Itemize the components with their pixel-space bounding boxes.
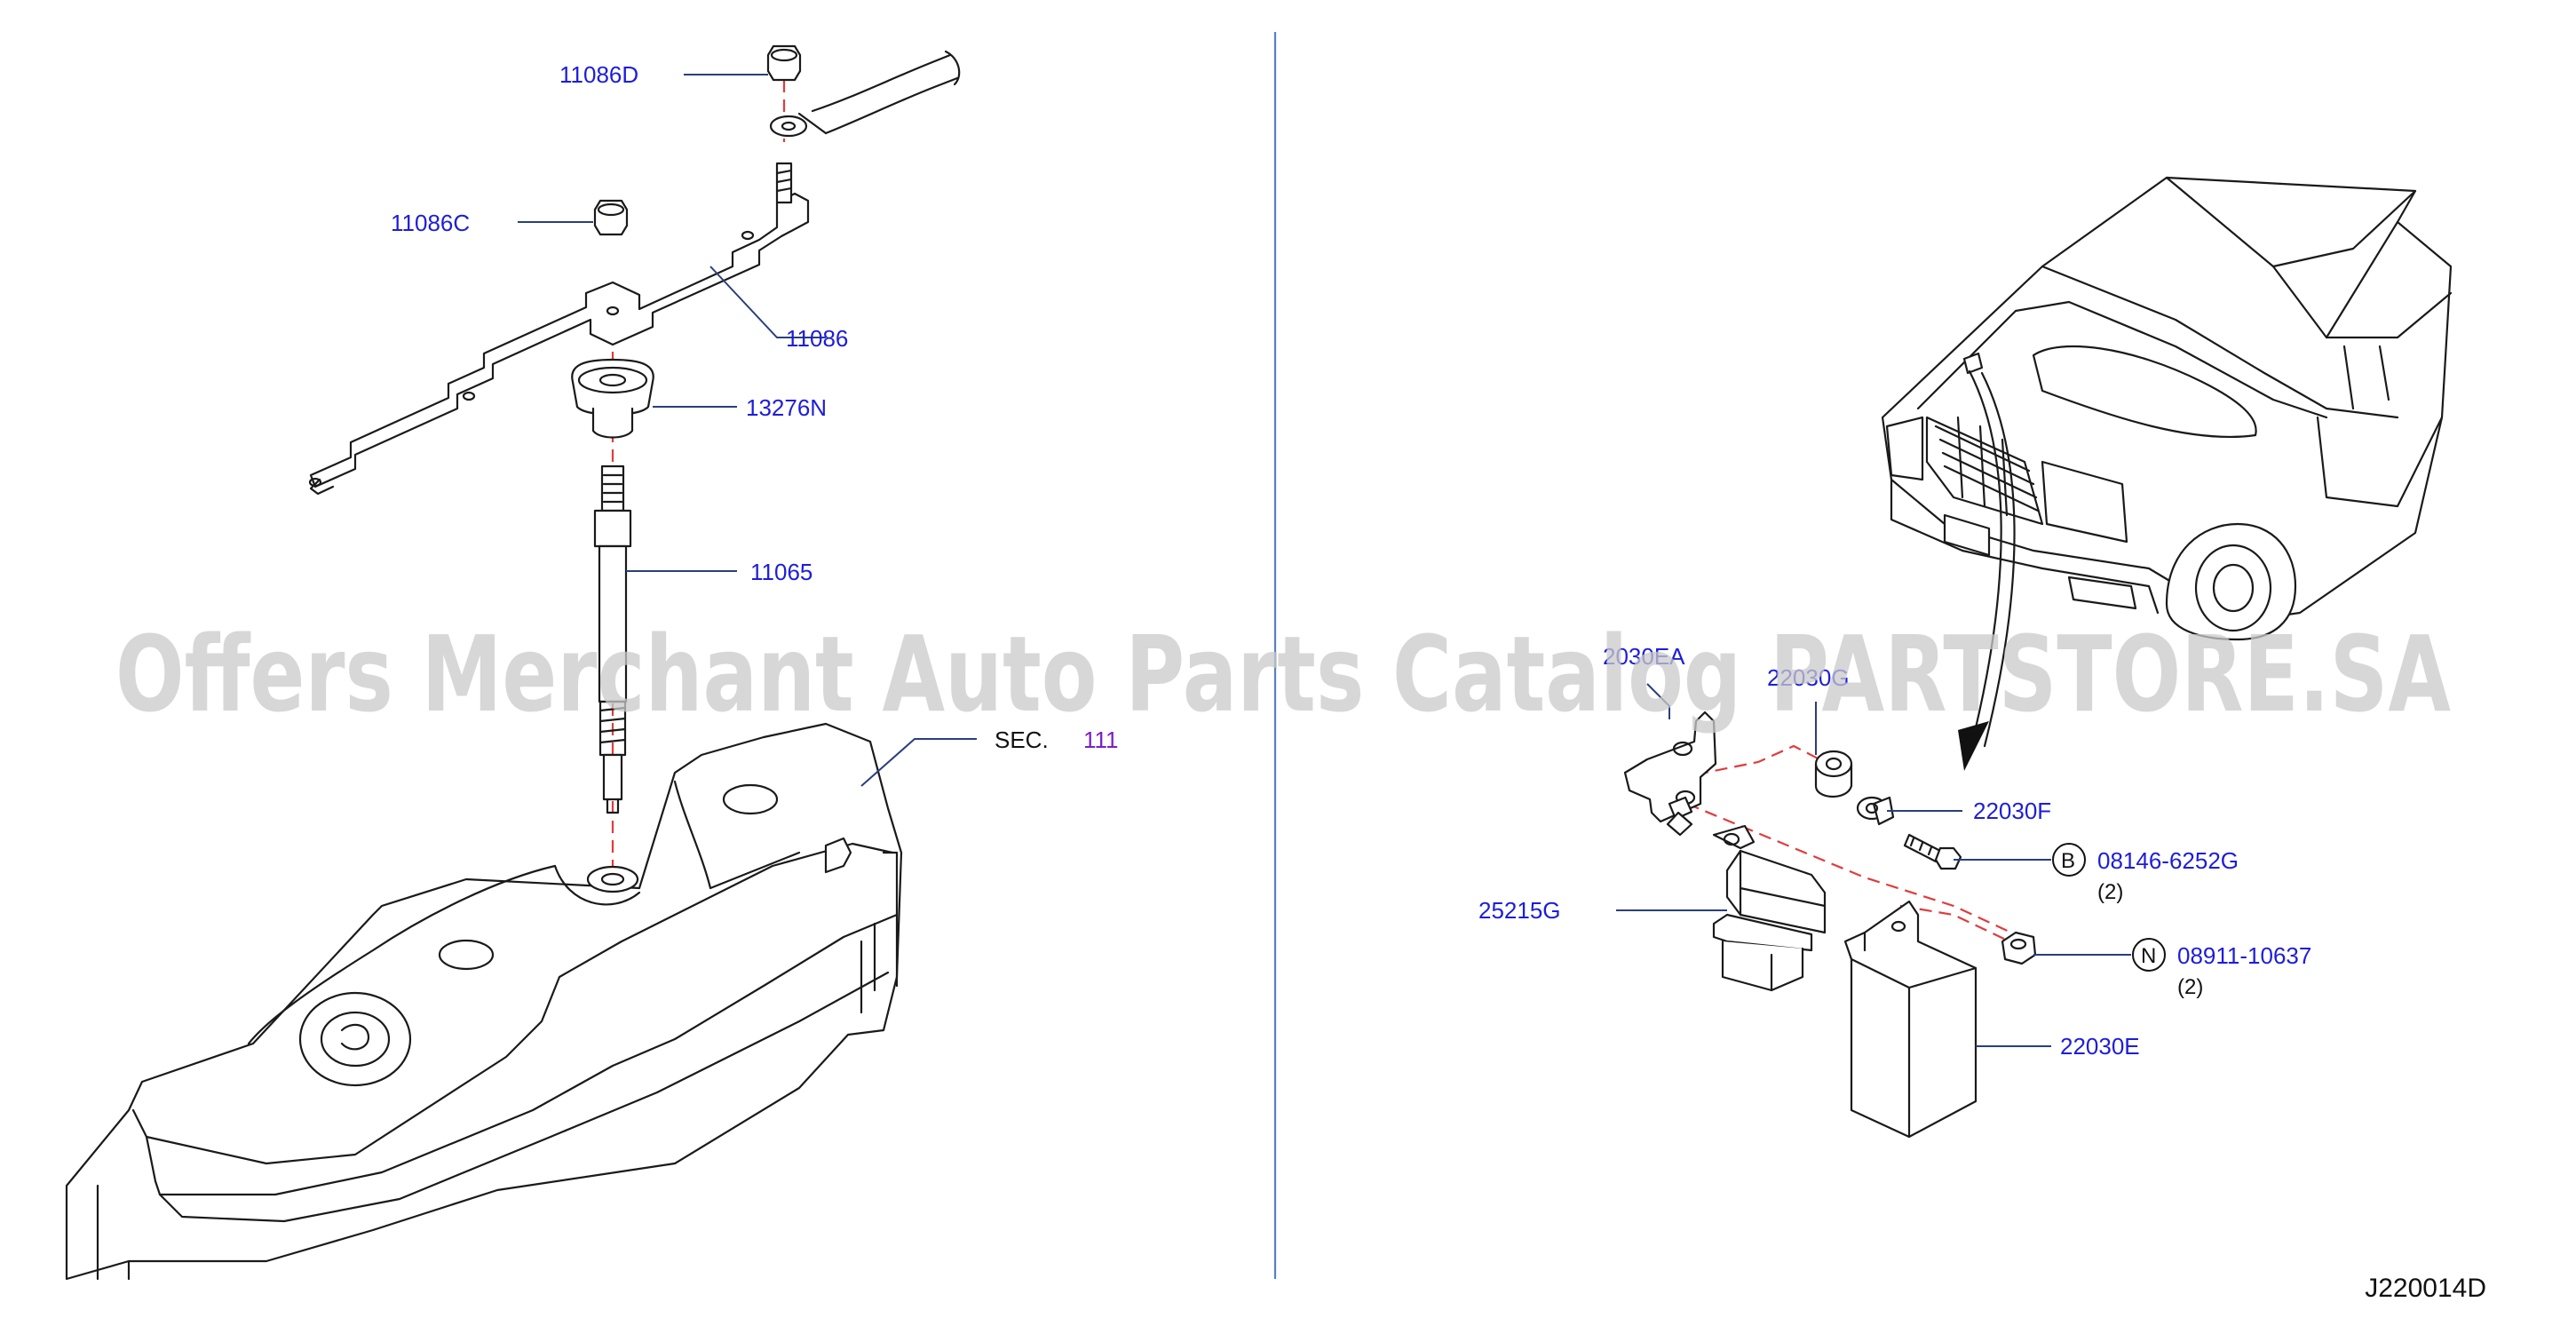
relay-25215G — [1712, 824, 1827, 992]
grommet-22030G — [1814, 750, 1853, 798]
bracket-22030EA — [1623, 711, 1717, 837]
label-nut-qty: (2) — [2177, 975, 2203, 999]
nut-symbol: N — [2141, 944, 2156, 968]
label-bolt-number: 08146-6252G — [2097, 847, 2239, 874]
bolt-08146-6252G — [1903, 833, 1962, 870]
collar-22030F — [1856, 796, 1895, 826]
label-nut-number: 08911-10637 — [2177, 942, 2311, 969]
glow-plug-11065 — [593, 464, 632, 814]
label-bolt-qty: (2) — [2097, 880, 2123, 904]
bolt-symbol-circle — [2052, 843, 2086, 877]
label-22030EA: 2030EA — [1603, 643, 1685, 670]
label-11086: 11086 — [786, 325, 848, 352]
centerline-bracket — [1695, 744, 1826, 776]
label-sec-prefix: SEC. — [995, 726, 1049, 753]
engine-cylinder-head — [65, 722, 903, 1281]
diagram-code: J220014D — [2365, 1274, 2486, 1303]
vehicle-front-view — [1881, 176, 2453, 771]
leader-sec-111 — [860, 738, 977, 787]
nut-11086C — [593, 199, 629, 236]
nut-symbol-circle — [2132, 938, 2166, 972]
leader-11086 — [709, 266, 826, 338]
right-panel: 2030EA 22030G 22030F 25215G 22030E B 081… — [1478, 176, 2453, 1139]
bolt-symbol: B — [2061, 849, 2075, 873]
battery-cable — [769, 50, 961, 138]
label-22030G: 22030G — [1767, 664, 1850, 691]
control-unit-22030E — [1843, 900, 1978, 1139]
bolt-callout: B 08146-6252G (2) — [2052, 843, 2239, 904]
label-22030E: 22030E — [2060, 1033, 2140, 1060]
nut-callout: N 08911-10637 (2) — [2132, 938, 2311, 999]
centerline-relay — [1686, 802, 2012, 933]
label-sec-number[interactable]: 111 — [1083, 726, 1119, 753]
label-13276N: 13276N — [746, 394, 827, 421]
label-11065: 11065 — [750, 559, 812, 585]
label-11086C: 11086C — [391, 210, 470, 236]
label-11086D: 11086D — [559, 61, 638, 88]
centerline-unit — [1899, 904, 2025, 949]
nut-11086D — [766, 44, 802, 82]
nut-08911-10637 — [2001, 931, 2037, 965]
connector-13276N — [571, 358, 654, 439]
watermark: Offers Merchant Auto Parts Catalog PARTS… — [115, 613, 2451, 735]
connecting-plate-11086 — [308, 162, 810, 496]
leader-22030EA — [1646, 683, 1670, 719]
left-panel: 11086D 11086C 11086 13276N 11065 SEC. 11… — [65, 44, 1119, 1281]
label-25215G: 25215G — [1478, 897, 1561, 924]
label-22030F: 22030F — [1973, 798, 2051, 824]
